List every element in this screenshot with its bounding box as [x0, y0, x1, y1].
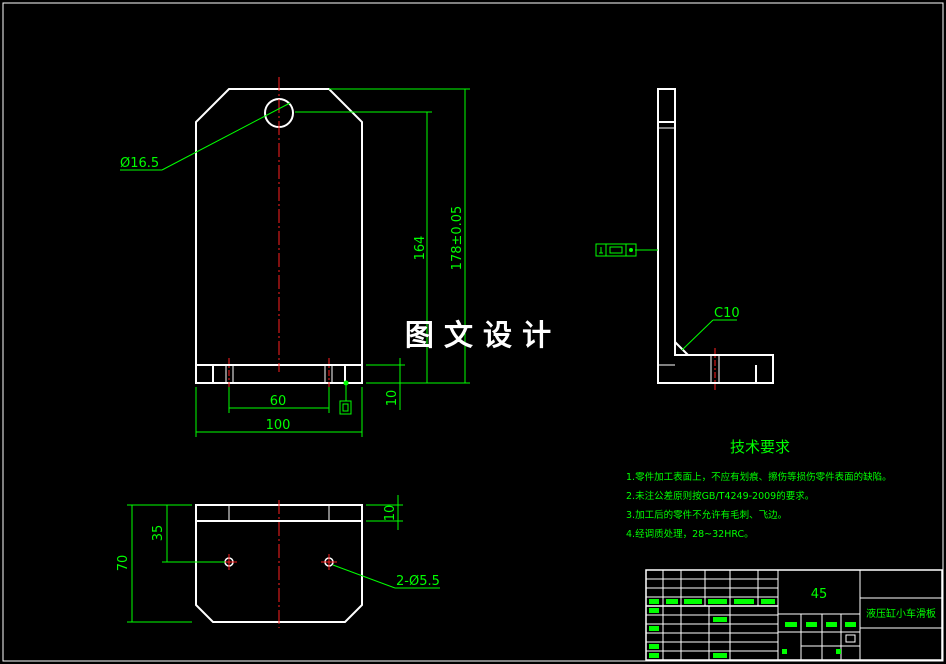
tech-requirement-item: 1.零件加工表面上，不应有划痕、擦伤等损伤零件表面的缺陷。 [626, 471, 892, 483]
dim-70: 70 [116, 555, 131, 572]
bottom-view-outline [195, 504, 363, 623]
tech-requirement-item: 2.未注公差原则按GB/T4249-2009的要求。 [626, 490, 814, 502]
title-block-fill-marks [649, 599, 856, 658]
tolerance-marker [629, 248, 633, 252]
chamfer-label: C10 [714, 306, 740, 321]
side-view-outline [657, 88, 774, 384]
material-label: 45 [811, 587, 828, 602]
watermark: 图 文 设 计 [405, 318, 551, 352]
front-view [195, 77, 363, 388]
chamfer-edge [674, 341, 689, 356]
holes-label: 2-Ø5.5 [396, 574, 440, 589]
side-view [657, 88, 774, 390]
dim-35: 35 [151, 525, 166, 542]
bottom-view-dimensions [127, 495, 440, 623]
title-block [645, 569, 943, 661]
tech-requirements-title: 技术要求 [730, 438, 790, 456]
dim-60: 60 [270, 394, 287, 409]
dim-height-164: 164 [413, 236, 428, 261]
side-view-annotations [595, 243, 737, 351]
dim-100: 100 [266, 418, 291, 433]
tech-requirement-item: 3.加工后的零件不允许有毛刺、飞边。 [626, 509, 787, 521]
hole-diameter-label: Ø16.5 [120, 156, 159, 171]
datum-marker [343, 380, 349, 386]
dim-height-178: 178±0.05 [450, 206, 465, 271]
dim-10-bottom: 10 [383, 505, 398, 522]
part-name-label: 液压缸小车滑板 [866, 607, 936, 620]
front-view-dimensions [120, 88, 470, 437]
dim-10: 10 [385, 390, 400, 407]
bottom-view [195, 500, 363, 628]
tech-requirement-item: 4.经调质处理，28~32HRC。 [626, 528, 754, 540]
